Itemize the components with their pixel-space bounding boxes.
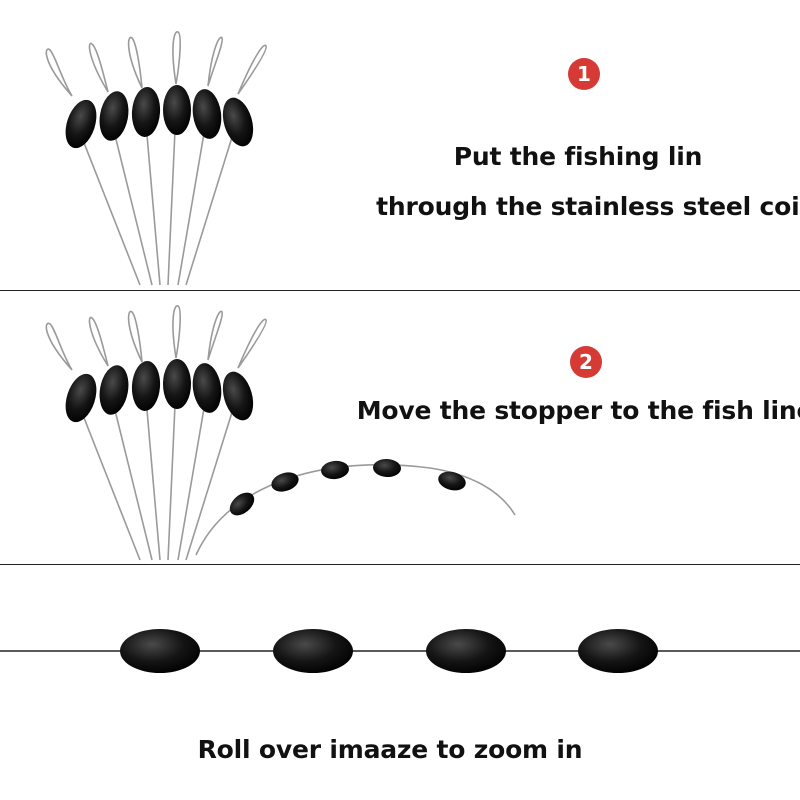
stopper-set-step-2 <box>45 305 516 561</box>
zoom-caption: Roll over imaaze to zoom in <box>197 735 583 764</box>
stopper-beads-step-1 <box>65 85 254 149</box>
step-1-text-line-2: through the stainless steel coil <box>376 192 800 221</box>
stopper-beads-step-2 <box>65 359 254 423</box>
step-2-text: Move the stopper to the fish line <box>356 396 800 425</box>
stoppers-on-fish-line <box>120 629 658 673</box>
stoppers-on-line <box>229 458 466 516</box>
stopper-set-step-1 <box>45 31 267 286</box>
step-2-badge: 2 <box>570 346 602 378</box>
step-1-text-line-1: Put the fishing lin <box>453 142 703 171</box>
step-1-badge: 1 <box>568 58 600 90</box>
section-divider-1 <box>0 290 800 291</box>
section-divider-2 <box>0 564 800 565</box>
